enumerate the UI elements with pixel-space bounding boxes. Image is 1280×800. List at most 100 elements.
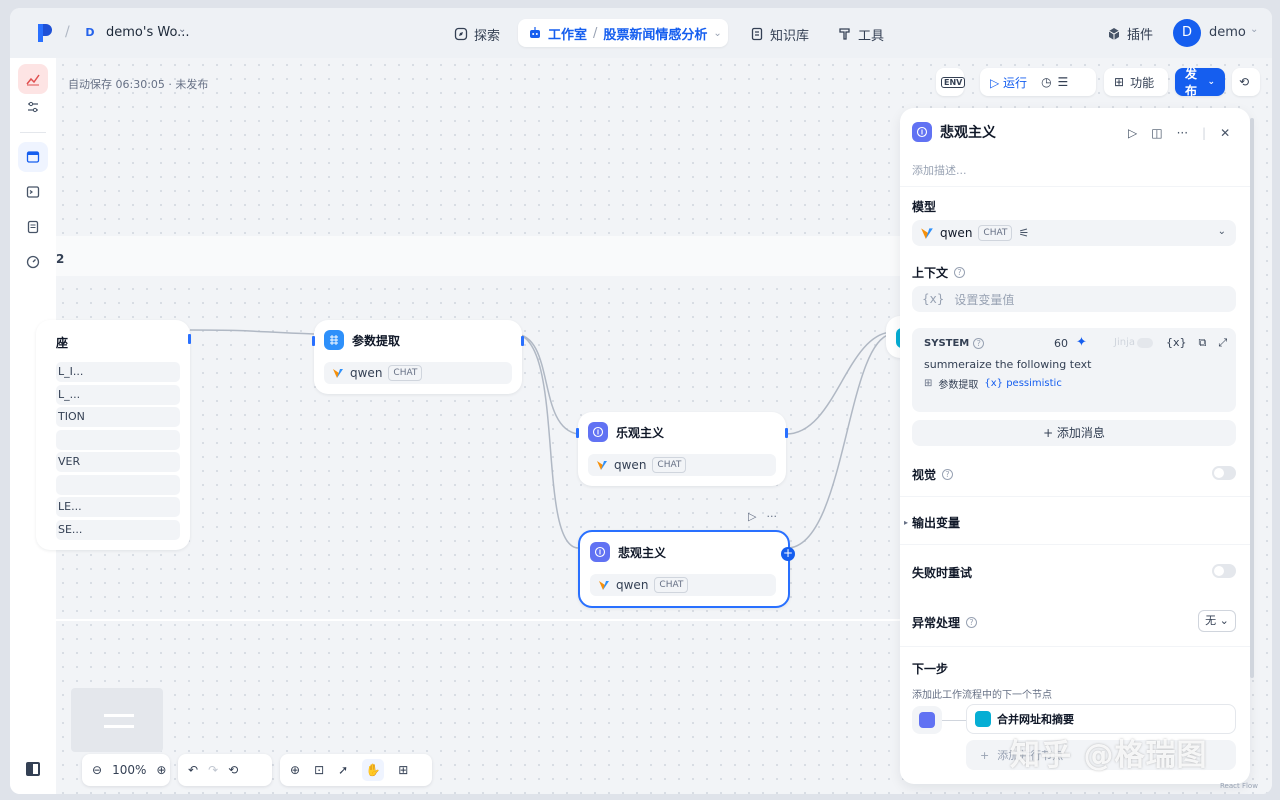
output-port[interactable]: [188, 334, 191, 344]
input-port[interactable]: [312, 336, 315, 346]
panel-title[interactable]: 悲观主义: [940, 125, 996, 141]
layout-icon[interactable]: ⊞: [398, 763, 409, 777]
version-history-button[interactable]: ⟲: [1232, 68, 1260, 96]
run-button[interactable]: ▷ 运行: [990, 75, 1028, 90]
add-parallel-node-button[interactable]: + 添加并行节点: [966, 740, 1236, 770]
help-icon[interactable]: ?: [966, 617, 978, 628]
chevron-right-icon[interactable]: ▸: [904, 518, 909, 527]
rail-api-button[interactable]: [18, 177, 48, 207]
plugins-link[interactable]: 插件: [1107, 24, 1153, 43]
hand-icon[interactable]: ✋: [362, 759, 385, 781]
chevron-down-icon[interactable]: ⌄: [178, 24, 187, 35]
zoom-level[interactable]: 100%: [112, 763, 147, 777]
expand-icon[interactable]: ⤢: [1218, 336, 1228, 349]
app-name[interactable]: 股票新闻情感分析: [603, 27, 708, 43]
list-icon[interactable]: ☰: [1057, 75, 1069, 89]
history-icon[interactable]: ⟲: [228, 763, 239, 777]
start-var-row: TION: [56, 407, 180, 427]
nav-tools[interactable]: 工具: [838, 22, 884, 46]
undo-icon[interactable]: ↶: [188, 763, 199, 777]
nav-separator: /: [593, 25, 598, 41]
variable-reference[interactable]: ⊞ 参数提取 {x} pessimistic: [924, 378, 1062, 391]
sparkle-icon[interactable]: ✦: [1076, 335, 1087, 350]
play-icon[interactable]: ▷: [748, 510, 757, 523]
app-window: / D demo's Wo... ⌄ 探索 工作室 / 股票新闻情感分析 ⌄ 知…: [10, 8, 1272, 794]
redo-icon[interactable]: ↷: [208, 763, 219, 777]
user-name[interactable]: demo: [1209, 25, 1246, 40]
model-selector[interactable]: qwen CHAT ⚟ ⌄: [912, 220, 1236, 246]
rail-app-button[interactable]: [18, 64, 48, 94]
output-port[interactable]: [521, 336, 524, 346]
rail-monitor-button[interactable]: [18, 247, 48, 277]
help-icon[interactable]: ?: [942, 469, 954, 480]
llm-icon: [912, 122, 932, 142]
run-node-icon[interactable]: ▷: [1128, 126, 1138, 140]
node-pessimism[interactable]: 悲观主义 qwen CHAT +: [578, 530, 795, 608]
add-note-icon[interactable]: ⊡: [314, 763, 325, 777]
help-icon[interactable]: ?: [954, 267, 966, 278]
workspace-name[interactable]: demo's Wo...: [106, 25, 190, 40]
more-icon[interactable]: ···: [766, 510, 777, 523]
close-icon[interactable]: ✕: [1220, 126, 1231, 140]
add-message-button[interactable]: + 添加消息: [912, 420, 1236, 446]
env-button[interactable]: ENV: [936, 68, 966, 96]
insert-variable-icon[interactable]: {x}: [1166, 336, 1187, 349]
more-icon[interactable]: ···: [1176, 126, 1189, 140]
start-node[interactable]: 座 L_I... L_... TION VER LE... SE...: [36, 320, 191, 550]
start-var-row: [56, 475, 180, 495]
publish-button[interactable]: 发布 ⌄: [1175, 67, 1225, 98]
node-param-extract[interactable]: 参数提取 qwen CHAT: [312, 320, 524, 394]
chevron-down-icon[interactable]: ⌄: [713, 27, 722, 39]
help-icon[interactable]: ?: [973, 338, 985, 349]
nav-studio[interactable]: 工作室 / 股票新闻情感分析 ⌄: [518, 19, 728, 47]
next-node-item[interactable]: 合并网址和摘要: [966, 704, 1236, 734]
jinja-toggle[interactable]: [1137, 338, 1153, 348]
run-controls: ▷ 运行 ◷ ☰: [980, 68, 1096, 96]
sidebar-toggle-icon[interactable]: [26, 762, 40, 776]
input-port[interactable]: [576, 428, 579, 438]
rail-orchestrate-button[interactable]: [18, 142, 48, 172]
panel-scrollbar[interactable]: [1250, 118, 1254, 678]
retry-toggle[interactable]: [1212, 564, 1236, 578]
left-rail: [10, 58, 56, 794]
node-toolbar: ▷ ···: [748, 510, 777, 523]
node-optimism[interactable]: 乐观主义 qwen CHAT: [576, 412, 788, 486]
docs-icon[interactable]: ◫: [1151, 126, 1163, 140]
vision-toggle[interactable]: [1212, 466, 1236, 480]
rail-logs-button[interactable]: [18, 212, 48, 242]
nav-knowledge[interactable]: 知识库: [750, 22, 809, 46]
system-prompt-editor[interactable]: SYSTEM ? 60 ✦ Jinja {x} ⧉ ⤢ summeraize t…: [912, 328, 1236, 412]
checklist-icon[interactable]: ◷: [1041, 75, 1052, 89]
canvas-tools: ⊕ ⊡ ➚ ✋ ⊞: [280, 754, 432, 786]
nav-explore[interactable]: 探索: [454, 22, 500, 46]
react-flow-attribution[interactable]: React Flow: [1220, 782, 1258, 790]
output-port[interactable]: [785, 428, 788, 438]
app-logo-icon[interactable]: [38, 24, 52, 42]
workspace-badge[interactable]: D: [85, 26, 95, 39]
node-title: 乐观主义: [616, 425, 665, 440]
retry-label: 失败时重试: [912, 566, 973, 580]
error-handling-select[interactable]: 无 ⌄: [1198, 610, 1236, 632]
copy-icon[interactable]: ⧉: [1198, 336, 1207, 349]
description-input[interactable]: 添加描述...: [912, 164, 967, 177]
node-model-pill: qwen CHAT: [588, 454, 776, 476]
start-var-row: [56, 430, 180, 450]
rail-settings-button[interactable]: [18, 92, 48, 122]
output-variables-label[interactable]: 输出变量: [912, 516, 961, 530]
user-avatar[interactable]: D: [1173, 19, 1201, 47]
system-prompt-text[interactable]: summeraize the following text: [924, 358, 1092, 371]
add-node-icon[interactable]: ⊕: [290, 763, 301, 777]
zoom-in-icon[interactable]: ⊕: [156, 763, 167, 777]
features-button[interactable]: ⊞ 功能: [1104, 68, 1168, 96]
context-variable-input[interactable]: {x} 设置变量值: [912, 286, 1236, 312]
minimap[interactable]: [71, 688, 163, 752]
add-next-node-icon[interactable]: +: [781, 546, 795, 561]
node-title: 参数提取: [352, 333, 401, 348]
zoom-out-icon[interactable]: ⊖: [92, 763, 103, 777]
error-handling-label: 异常处理 ?: [912, 614, 978, 631]
book-icon: [751, 27, 763, 41]
node-model-pill: qwen CHAT: [324, 362, 512, 384]
pointer-icon[interactable]: ➚: [338, 763, 349, 777]
model-params-icon[interactable]: ⚟: [1018, 226, 1030, 240]
chevron-down-icon[interactable]: ⌄: [1250, 24, 1259, 35]
